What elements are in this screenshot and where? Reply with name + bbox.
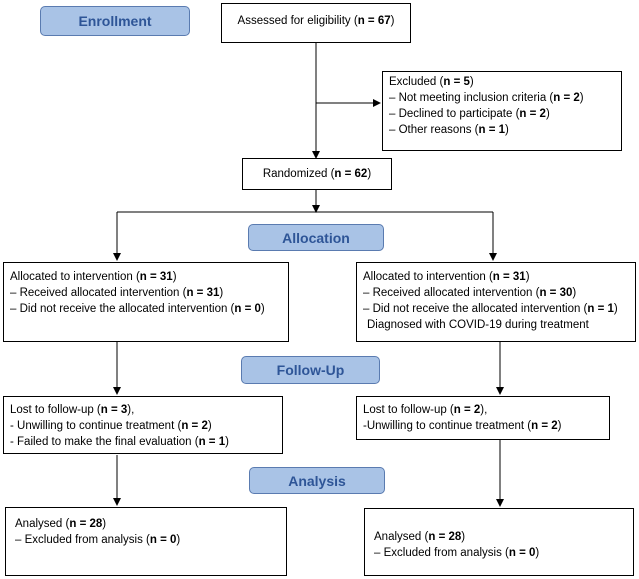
- alloc-right-item: – Did not receive the allocated interven…: [363, 303, 618, 315]
- alloc-left-item: – Did not receive the allocated interven…: [10, 303, 265, 315]
- excluded-item: – Not meeting inclusion criteria (n = 2): [389, 92, 584, 104]
- box-analysis-right: Analysed (n = 28) – Excluded from analys…: [364, 508, 634, 576]
- box-analysis-left: Analysed (n = 28) – Excluded from analys…: [5, 507, 287, 576]
- excluded-item: – Declined to participate (n = 2): [389, 108, 550, 120]
- box-followup-left: Lost to follow-up (n = 3), - Unwilling t…: [3, 396, 283, 454]
- follow-right-title: Lost to follow-up (n = 2),: [363, 404, 488, 416]
- stage-followup: Follow-Up: [241, 356, 380, 384]
- alloc-right-title: Allocated to intervention (n = 31): [363, 271, 530, 283]
- box-eligibility: Assessed for eligibility (n = 67): [221, 3, 411, 43]
- analysis-left-title: Analysed (n = 28): [15, 518, 107, 530]
- follow-left-item: - Failed to make the final evaluation (n…: [10, 436, 229, 448]
- follow-left-item: - Unwilling to continue treatment (n = 2…: [10, 420, 212, 432]
- alloc-left-item: – Received allocated intervention (n = 3…: [10, 287, 224, 299]
- box-allocation-right: Allocated to intervention (n = 31) – Rec…: [356, 262, 636, 342]
- follow-right-item: -Unwilling to continue treatment (n = 2): [363, 420, 562, 432]
- analysis-left-item: – Excluded from analysis (n = 0): [15, 534, 181, 546]
- follow-left-title: Lost to follow-up (n = 3),: [10, 404, 135, 416]
- box-followup-right: Lost to follow-up (n = 2), -Unwilling to…: [356, 396, 610, 440]
- stage-enrollment: Enrollment: [40, 6, 190, 36]
- excluded-title: Excluded (n = 5): [389, 76, 474, 88]
- alloc-right-note: Diagnosed with COVID-19 during treatment: [367, 319, 589, 331]
- stage-analysis: Analysis: [249, 467, 385, 494]
- box-excluded: Excluded (n = 5) – Not meeting inclusion…: [382, 71, 622, 151]
- excluded-item: – Other reasons (n = 1): [389, 124, 509, 136]
- randomized-line: Randomized (n = 62): [262, 168, 372, 180]
- analysis-right-item: – Excluded from analysis (n = 0): [374, 547, 540, 559]
- eligibility-line: Assessed for eligibility (n = 67): [237, 15, 395, 27]
- box-randomized: Randomized (n = 62): [242, 158, 392, 190]
- box-allocation-left: Allocated to intervention (n = 31) – Rec…: [3, 262, 289, 342]
- alloc-right-item: – Received allocated intervention (n = 3…: [363, 287, 577, 299]
- analysis-right-title: Analysed (n = 28): [374, 531, 466, 543]
- stage-allocation: Allocation: [248, 224, 384, 251]
- alloc-left-title: Allocated to intervention (n = 31): [10, 271, 177, 283]
